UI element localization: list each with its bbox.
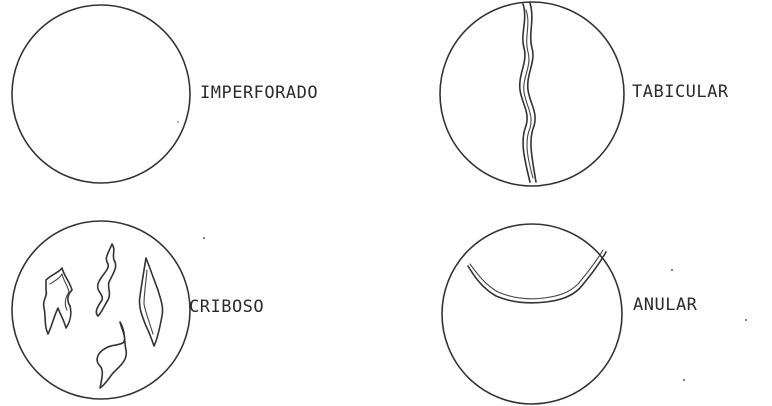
anular-label: ANULAR bbox=[633, 295, 698, 315]
tabicular-label: TABICULAR bbox=[632, 82, 729, 102]
tabicular-septum-right-edge bbox=[526, 2, 537, 183]
anular-speck-2 bbox=[683, 379, 685, 381]
tabicular-septum-inner-line bbox=[523, 9, 534, 179]
criboso-perforation-4-inner bbox=[143, 269, 154, 335]
speck-2 bbox=[177, 121, 179, 123]
imperforado-circle bbox=[11, 4, 191, 184]
speck-1 bbox=[203, 237, 205, 239]
anular-circle bbox=[441, 223, 623, 405]
criboso-perforation-1 bbox=[42, 267, 73, 335]
criboso-circle bbox=[11, 220, 191, 400]
criboso-perforation-3 bbox=[96, 321, 128, 389]
anular-speck-1 bbox=[671, 269, 673, 271]
anular-rim-edge bbox=[467, 251, 607, 304]
tabicular-septum-left-edge bbox=[518, 3, 531, 183]
anular-speck-3 bbox=[745, 319, 747, 321]
criboso-label: CRIBOSO bbox=[189, 297, 265, 317]
criboso-perforation-1-inner bbox=[49, 273, 70, 311]
tabicular-circle bbox=[439, 1, 625, 187]
criboso-perforation-4 bbox=[138, 257, 164, 347]
imperforado-label: IMPERFORADO bbox=[200, 83, 319, 103]
anular-rim-inner bbox=[469, 249, 604, 300]
criboso-perforation-2 bbox=[95, 243, 117, 317]
